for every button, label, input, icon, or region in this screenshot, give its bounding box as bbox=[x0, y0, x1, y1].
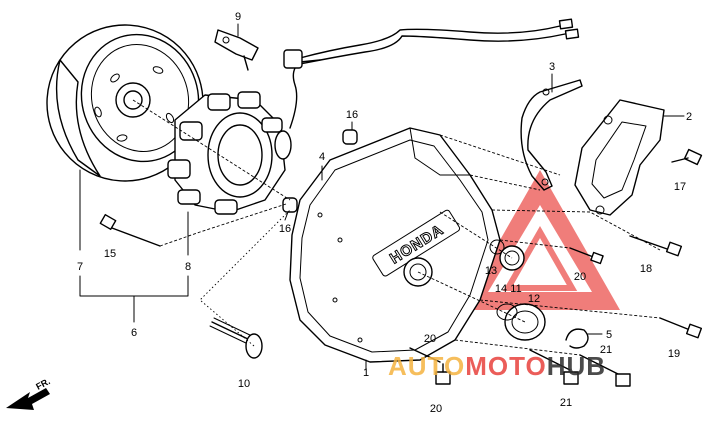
sprocket-cover bbox=[574, 99, 665, 216]
alignment-lines bbox=[132, 99, 661, 356]
callout-3: 3 bbox=[549, 61, 555, 73]
cable-clamp bbox=[565, 328, 589, 349]
callout-7: 7 bbox=[77, 261, 83, 273]
callout-5: 5 bbox=[606, 329, 612, 341]
guide-plate bbox=[520, 79, 583, 191]
callout-20a: 20 bbox=[574, 271, 586, 283]
callout-16a: 16 bbox=[346, 109, 358, 121]
bolt-20-bottom bbox=[409, 347, 451, 385]
callout-19: 19 bbox=[668, 348, 680, 360]
callout-17: 17 bbox=[674, 181, 686, 193]
front-arrow: FR. bbox=[6, 376, 52, 410]
callout-9: 9 bbox=[235, 11, 241, 23]
callout-8: 8 bbox=[185, 261, 191, 273]
watermark-part-1: AUTO bbox=[388, 351, 465, 381]
callout-6: 6 bbox=[131, 327, 137, 339]
bolts bbox=[99, 148, 703, 387]
crankcase-cover: HONDA bbox=[289, 127, 501, 363]
callout-13: 13 bbox=[485, 265, 497, 277]
bolt-15 bbox=[99, 213, 161, 247]
callout-1: 1 bbox=[363, 367, 369, 379]
watermark-part-2: MOTO bbox=[465, 351, 547, 381]
wire-harness bbox=[283, 18, 580, 129]
bolt-18 bbox=[629, 235, 683, 257]
bolt-17 bbox=[671, 148, 703, 166]
callouts: 1 2 3 4 5 6 7 8 9 10 11 12 13 14 15 16 1… bbox=[77, 11, 692, 415]
callout-10: 10 bbox=[238, 378, 250, 390]
watermark-part-3: HUB bbox=[547, 351, 606, 381]
stator-part bbox=[167, 91, 292, 215]
callout-15: 15 bbox=[104, 248, 116, 260]
callout-11: 11 bbox=[510, 283, 521, 295]
bolt-19 bbox=[659, 317, 703, 339]
callout-16b: 16 bbox=[279, 223, 291, 235]
callout-21b: 21 bbox=[560, 397, 572, 409]
callout-4: 4 bbox=[319, 151, 325, 163]
wire-clamp-bracket bbox=[214, 29, 259, 71]
watermark-text: AUTOMOTOHUB bbox=[388, 351, 606, 381]
bolt-21-bottom bbox=[529, 349, 631, 387]
bolt-20-right bbox=[569, 247, 604, 265]
callout-20c: 20 bbox=[430, 403, 442, 415]
callout-18: 18 bbox=[640, 263, 652, 275]
svg-text:FR.: FR. bbox=[34, 376, 51, 392]
callout-21a: 21 bbox=[600, 344, 612, 356]
bolt-10 bbox=[209, 317, 263, 359]
flywheel-part bbox=[46, 24, 204, 182]
svg-text:AUTOMOTOHUB: AUTOMOTOHUB bbox=[388, 351, 606, 381]
callout-12: 12 bbox=[528, 293, 540, 305]
callout-14: 14 bbox=[495, 283, 507, 295]
callout-2: 2 bbox=[686, 111, 692, 123]
dowel-pins bbox=[282, 129, 358, 213]
leader-lines bbox=[79, 23, 685, 371]
hole-caps bbox=[489, 239, 546, 341]
callout-20b: 20 bbox=[424, 333, 436, 345]
